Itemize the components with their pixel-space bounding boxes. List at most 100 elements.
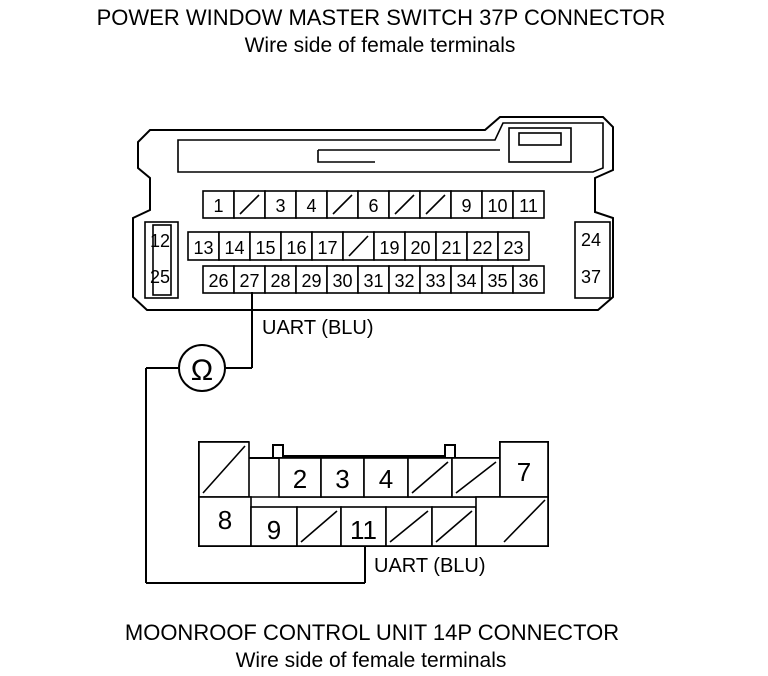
terminal-8: 8 [198,496,252,547]
terminal-30: 30 [326,265,359,294]
terminal-2: 2 [278,457,322,498]
terminal-label: 1 [213,196,223,216]
terminal-16: 16 [280,231,313,261]
connector-37p-housing [132,116,614,311]
connector-37p-row1: 1 3 4 6 9 10 11 [202,190,545,219]
terminal-label: 29 [301,271,321,291]
terminal-empty [385,506,433,547]
terminal-label: 28 [270,271,290,291]
terminal-label: 32 [394,271,414,291]
terminal-28: 28 [264,265,297,294]
terminal-label: 30 [332,271,352,291]
terminal-14: 14 [218,231,251,261]
empty-slot-slash [348,235,369,257]
terminal-label: 10 [487,196,507,216]
terminal-26: 26 [202,265,235,294]
empty-slot-slash [202,445,246,494]
ohm-symbol: Ω [191,354,213,387]
terminal-empty [326,190,359,219]
empty-slot-slash [300,510,338,543]
terminal-label: 26 [208,271,228,291]
empty-slot-slash [411,461,449,494]
terminal-27: 27 [233,265,266,294]
terminal-empty [431,506,477,547]
terminal-label: 34 [456,271,476,291]
terminal-empty [233,190,266,219]
connector-37p-latch [177,122,604,173]
ohmmeter-icon [178,344,226,392]
terminal-label: 36 [518,271,538,291]
empty-slot-slash [332,194,353,215]
terminal-empty [407,457,453,498]
diagram-footer-title: MOONROOF CONTROL UNIT 14P CONNECTOR [124,620,620,645]
terminal-empty [451,457,501,498]
terminal-label: 31 [363,271,383,291]
terminal-label: 3 [335,464,349,494]
terminal-1: 1 [202,190,235,219]
terminal-11: 11 [512,190,545,219]
terminal-empty [198,441,250,498]
terminal-empty [388,190,421,219]
terminal-label: 13 [193,238,213,258]
terminal-label: 6 [368,196,378,216]
terminal-label: 16 [286,238,306,258]
empty-slot-slash [425,194,446,215]
empty-slot-slash [239,194,260,215]
terminal-label: 35 [487,271,507,291]
wire-label-bottom: UART (BLU) [374,555,486,577]
terminal-32: 32 [388,265,421,294]
terminal-label: 22 [472,238,492,258]
terminal-3: 3 [320,457,365,498]
empty-slot-slash [455,461,497,494]
terminal-17: 17 [311,231,344,261]
wire-label-top: UART (BLU) [262,317,374,339]
terminal-label: 3 [275,196,285,216]
terminal-label: 23 [503,238,523,258]
terminal-label: 9 [461,196,471,216]
connector-14p-bottom-row: 8 9 11 [198,496,549,547]
terminal-36: 36 [512,265,545,294]
empty-slot-slash [503,499,546,543]
terminal-label: 15 [255,238,275,258]
empty-slot-slash [394,194,415,215]
terminal-4: 4 [363,457,409,498]
terminal-10: 10 [481,190,514,219]
terminal-37: 37 [581,267,601,287]
terminal-label: 8 [218,505,232,535]
terminal-25: 25 [150,267,170,287]
terminal-31: 31 [357,265,390,294]
terminal-label: 9 [267,515,281,545]
terminal-9: 9 [250,506,298,547]
terminal-7 [499,441,549,498]
terminal-21: 21 [435,231,468,261]
terminal-12: 12 [150,231,170,251]
terminal-29: 29 [295,265,328,294]
terminal-23: 23 [497,231,530,261]
terminal-empty [342,231,375,261]
terminal-9: 9 [450,190,483,219]
terminal-4: 4 [295,190,328,219]
terminal-24: 24 [581,230,601,250]
terminal-label: 4 [306,196,316,216]
connector-37p-lock-tab [508,127,572,163]
terminal-19: 19 [373,231,406,261]
empty-slot-slash [435,510,473,543]
terminal-empty [475,496,549,547]
terminal-7: 7 [517,457,531,487]
terminal-label: 19 [379,238,399,258]
terminal-33: 33 [419,265,452,294]
terminal-label: 11 [350,515,377,545]
terminal-label: 20 [410,238,430,258]
terminal-3: 3 [264,190,297,219]
terminal-label: 14 [224,238,244,258]
terminal-label: 2 [293,464,307,494]
terminal-label: 11 [519,196,538,216]
diagram-title: POWER WINDOW MASTER SWITCH 37P CONNECTOR [96,5,666,30]
terminal-22: 22 [466,231,499,261]
